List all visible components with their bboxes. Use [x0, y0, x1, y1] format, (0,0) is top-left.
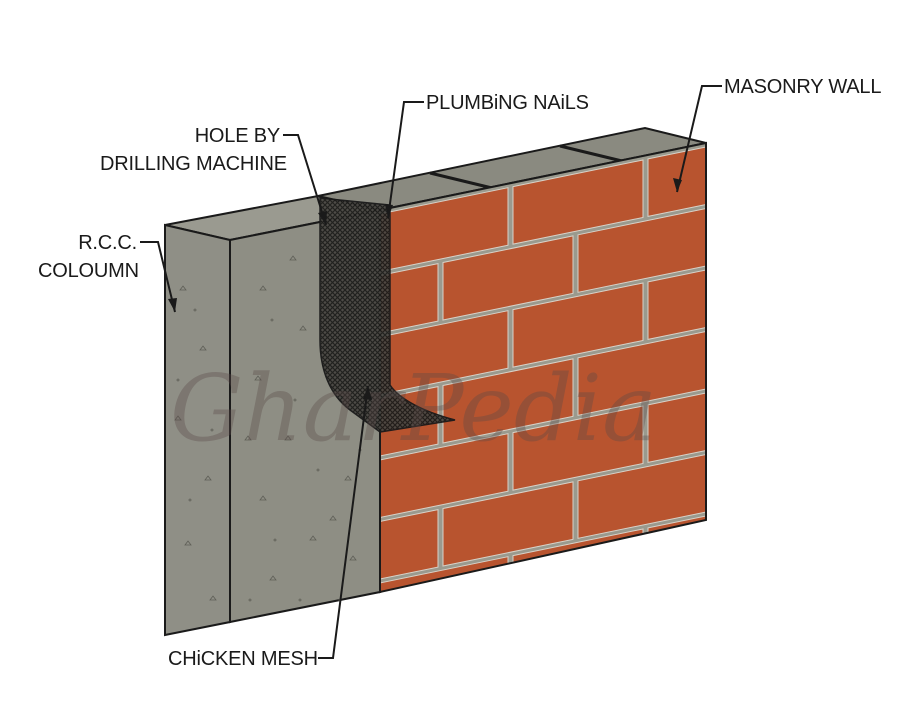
brick	[647, 377, 706, 464]
label-hole-line1: HOLE BY	[194, 125, 281, 147]
brick	[380, 433, 509, 519]
chicken-mesh	[319, 197, 456, 433]
leader-lines	[140, 85, 722, 659]
brick	[442, 358, 574, 444]
brick	[783, 350, 897, 434]
brick	[380, 262, 439, 349]
brick	[442, 235, 574, 321]
brick	[380, 187, 509, 273]
label-rcc-line2: COLOUMN	[38, 260, 139, 282]
label-hole-line2: DRILLING MACHINE	[100, 153, 287, 175]
concrete-speckles	[174, 255, 362, 602]
brick-wall	[380, 104, 897, 592]
brick	[380, 508, 439, 592]
brick	[512, 405, 644, 491]
brick	[577, 453, 706, 539]
label-rcc-line1: R.C.C.	[78, 232, 137, 254]
brick	[442, 481, 574, 567]
brick	[512, 159, 644, 245]
brick	[783, 227, 897, 311]
brick	[713, 303, 843, 387]
top-joints	[429, 144, 623, 190]
watermark-text: GharPedia	[170, 355, 657, 462]
brick	[713, 426, 843, 510]
label-chicken-mesh: CHiCKEN MESH	[168, 648, 318, 670]
brick	[647, 143, 706, 218]
brick	[647, 254, 706, 341]
label-plumbing-nails: PLUMBiNG NAiLS	[426, 92, 589, 114]
brick	[713, 180, 843, 264]
arrow-heads	[168, 178, 682, 400]
brick	[577, 207, 706, 293]
brick	[512, 282, 644, 368]
label-masonry-wall: MASONRY WALL	[724, 76, 882, 98]
brick	[380, 310, 509, 396]
brick	[577, 330, 706, 416]
brick	[783, 473, 897, 557]
brick	[783, 104, 897, 188]
